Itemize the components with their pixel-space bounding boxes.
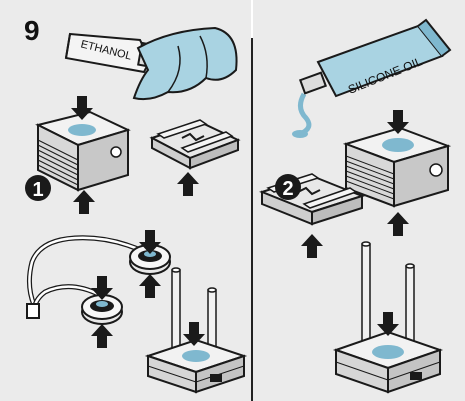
step-number: 9 (24, 15, 40, 46)
heatsink-icon (35, 110, 131, 192)
base-assembly-left (144, 338, 248, 394)
fan-icon (81, 294, 123, 325)
fan-icon (129, 244, 171, 275)
base-assembly-right (332, 330, 444, 394)
bracket-icon (149, 119, 241, 170)
marker-1-label: 1 (32, 179, 43, 201)
marker-2: 2 (275, 174, 301, 200)
fan-cable (26, 235, 147, 319)
marker-1: 1 (25, 175, 51, 201)
cloth-icon (132, 26, 238, 101)
marker-2-label: 2 (282, 178, 293, 200)
heatsink-icon (342, 126, 452, 208)
